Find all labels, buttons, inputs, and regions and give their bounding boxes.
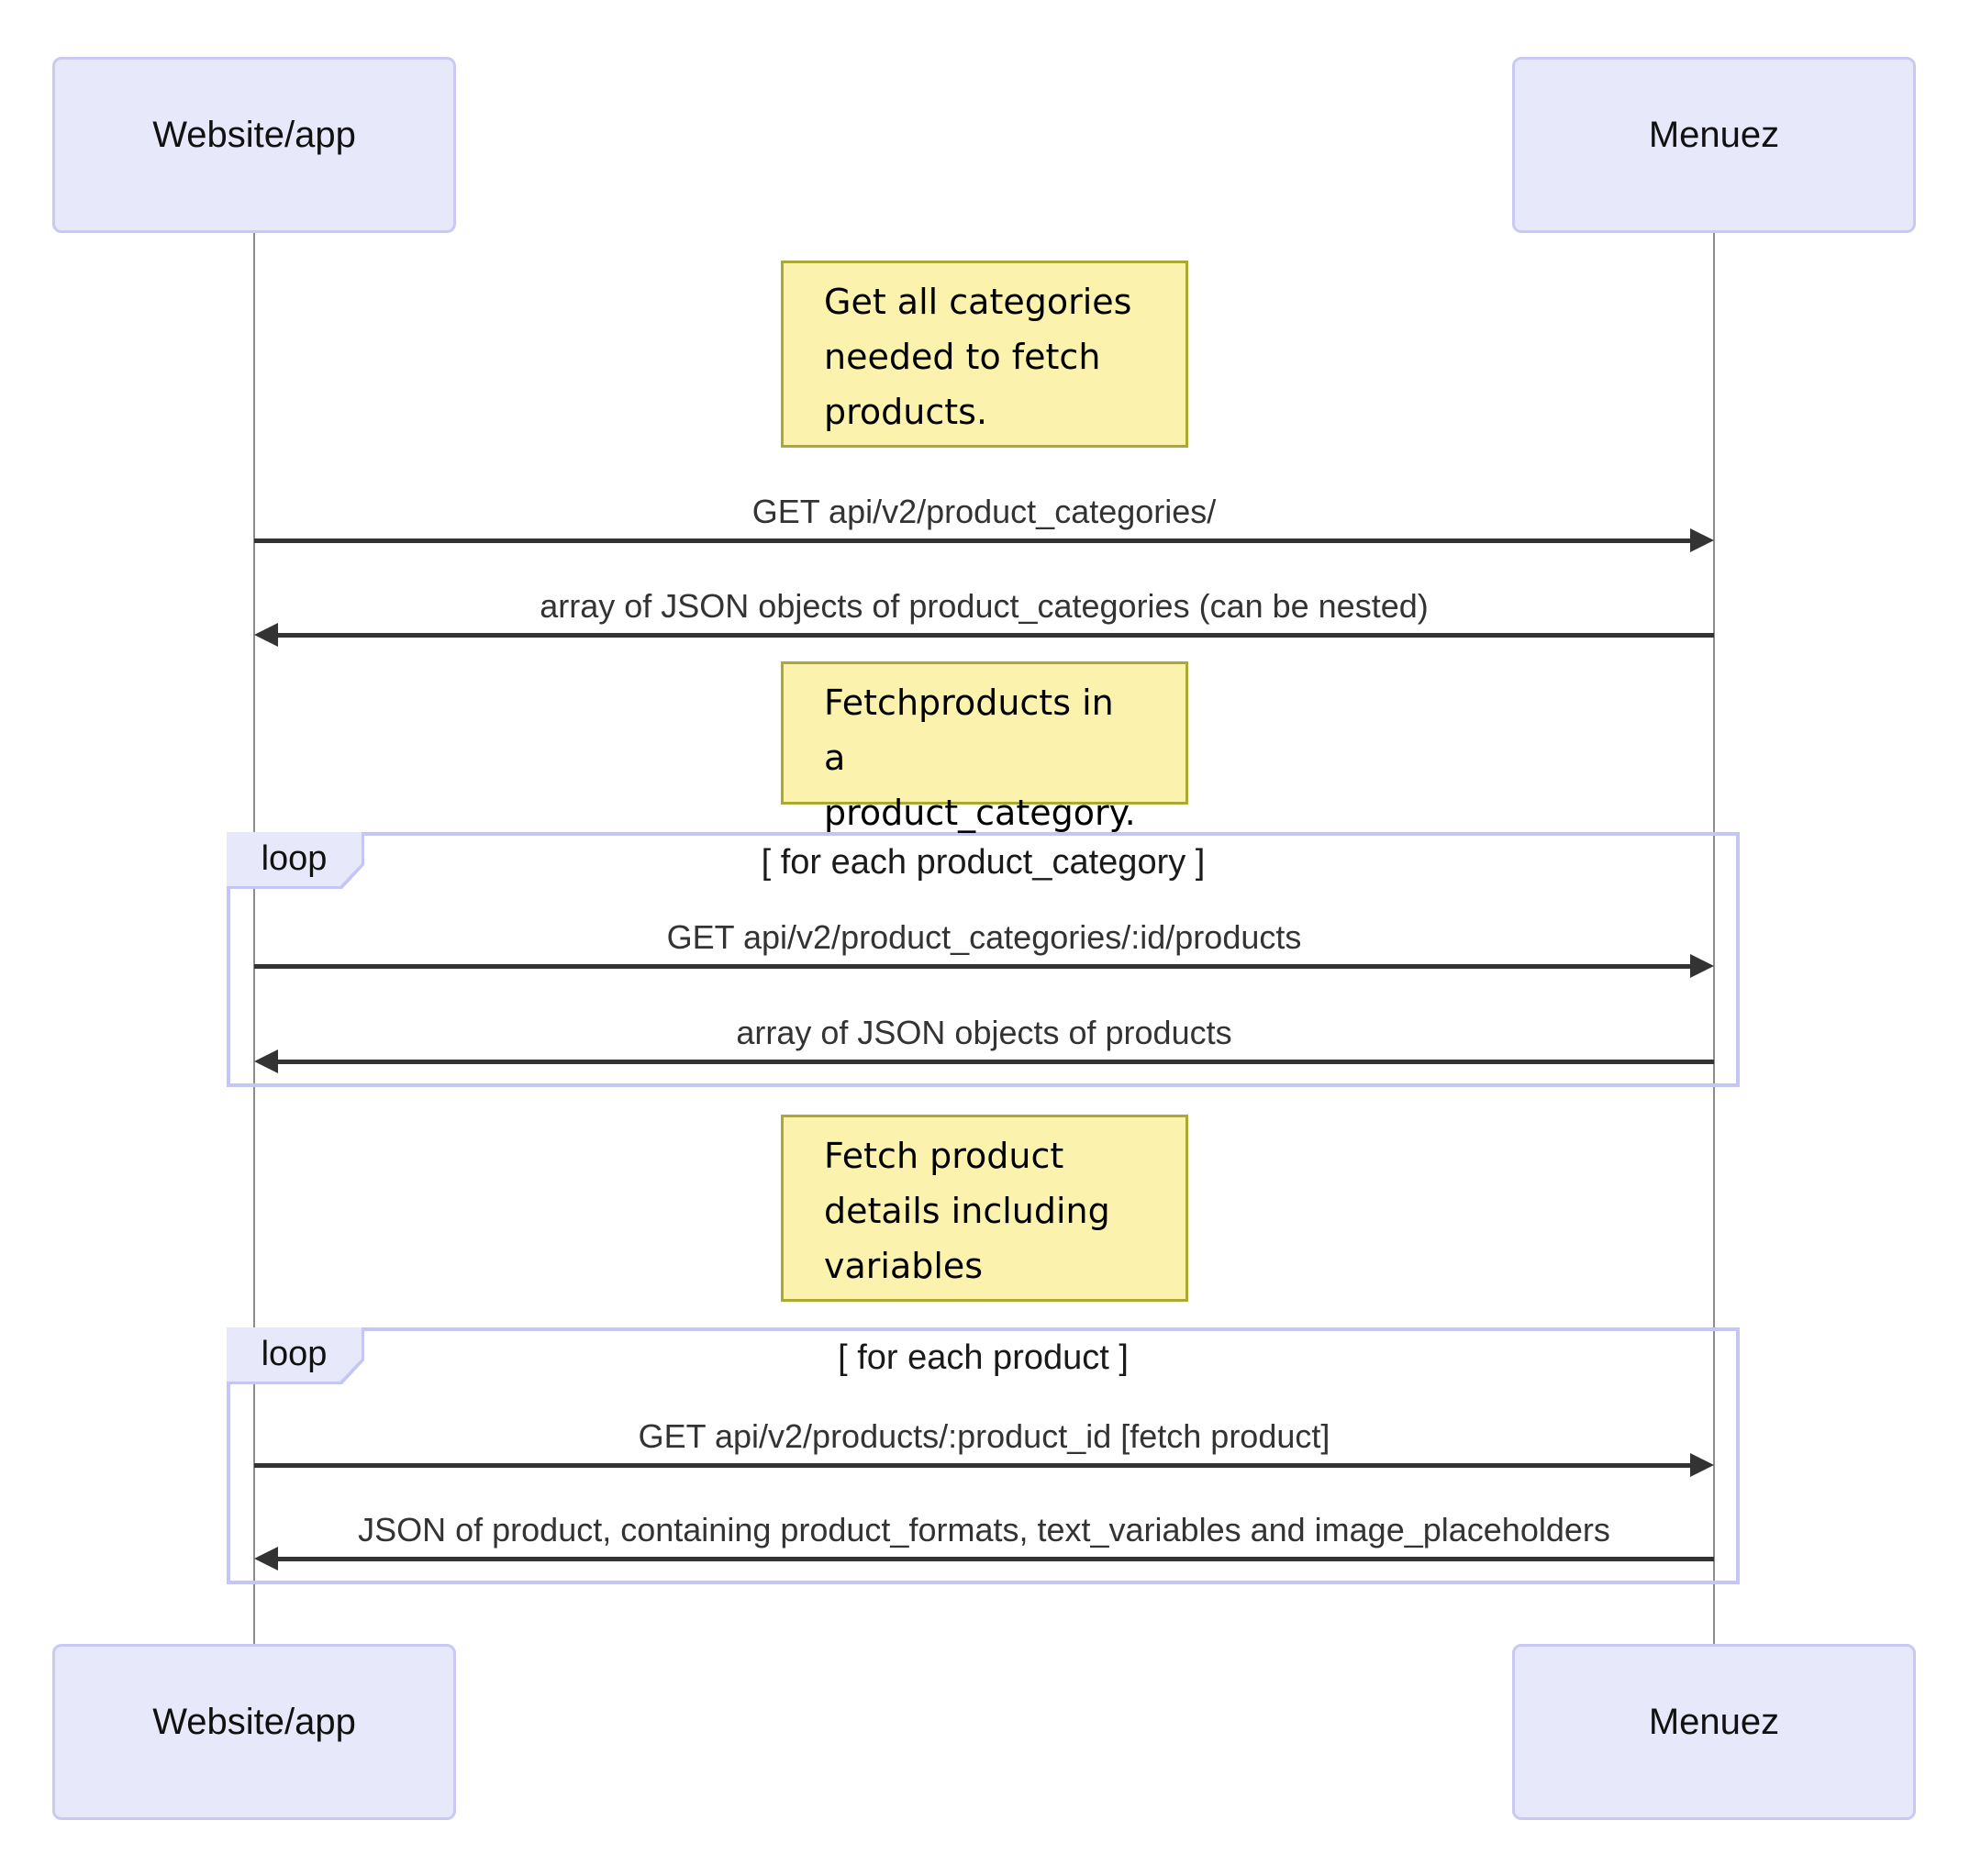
- note: Fetchproducts in a product_category.: [781, 661, 1188, 833]
- lifeline-website: [253, 233, 255, 1644]
- actor-label: Menuez: [1648, 1701, 1780, 1742]
- message-label: array of JSON objects of product_categor…: [540, 587, 1429, 625]
- actor-top-menuez: Menuez: [1512, 57, 1916, 233]
- loop-condition: [ for each product ]: [838, 1338, 1129, 1377]
- actor-label: Menuez: [1648, 114, 1780, 155]
- actor-label: Website/app: [152, 1701, 356, 1742]
- message-label: GET api/v2/products/:product_id [fetch p…: [638, 1417, 1330, 1455]
- message-label: GET api/v2/product_categories/: [751, 493, 1217, 530]
- message-label: JSON of product, containing product_form…: [358, 1511, 1610, 1549]
- arrowhead-left-icon: [254, 1049, 278, 1073]
- message-label: GET api/v2/product_categories/:id/produc…: [666, 918, 1302, 956]
- loop-tab: loop: [227, 832, 364, 889]
- arrowhead-right-icon: [1690, 1453, 1714, 1477]
- loop-keyword: loop: [227, 832, 362, 886]
- arrowhead-left-icon: [254, 1547, 278, 1571]
- message-line: [278, 1557, 1714, 1561]
- arrowhead-right-icon: [1690, 954, 1714, 978]
- loop-frame-product-categories: loop [ for each product_category ]: [227, 832, 1740, 1087]
- loop-keyword: loop: [227, 1327, 362, 1382]
- actor-label: Website/app: [152, 114, 356, 155]
- arrowhead-right-icon: [1690, 528, 1714, 552]
- message-line: [254, 1463, 1690, 1468]
- actor-bottom-website: Website/app: [52, 1644, 456, 1820]
- loop-condition: [ for each product_category ]: [761, 843, 1206, 882]
- note: Fetch product details including variable…: [781, 1115, 1188, 1302]
- message-label: array of JSON objects of products: [736, 1014, 1232, 1051]
- loop-frame-products: loop [ for each product ]: [227, 1327, 1740, 1584]
- actor-top-website: Website/app: [52, 57, 456, 233]
- message-line: [254, 538, 1690, 543]
- note: Get all categories needed to fetch produ…: [781, 261, 1188, 448]
- lifeline-menuez: [1713, 233, 1715, 1644]
- message-line: [278, 1060, 1714, 1064]
- message-line: [278, 633, 1714, 638]
- message-line: [254, 964, 1690, 969]
- arrowhead-left-icon: [254, 623, 278, 647]
- loop-tab: loop: [227, 1327, 364, 1384]
- actor-bottom-menuez: Menuez: [1512, 1644, 1916, 1820]
